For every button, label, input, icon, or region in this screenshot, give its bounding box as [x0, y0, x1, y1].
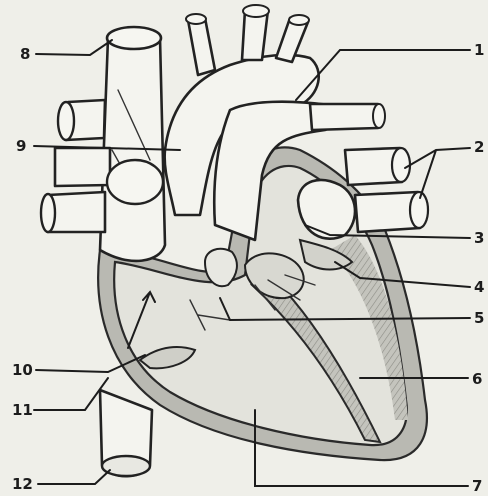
right-atrium-bulge [107, 160, 163, 204]
label-12: 12 [12, 475, 33, 493]
label-1: 1 [474, 41, 484, 59]
label-9: 9 [16, 137, 26, 155]
label-6: 6 [472, 370, 482, 388]
leader-12 [38, 470, 110, 484]
aortic-branch-1-opening [186, 14, 206, 24]
label-2: 2 [474, 138, 484, 156]
pulmonary-vein-upper-right-opening [392, 148, 410, 182]
aortic-branch-3-opening [289, 15, 309, 25]
pulmonary-valve-cusps [205, 249, 237, 286]
pulmonary-artery-right-opening [373, 104, 385, 128]
label-3: 3 [474, 229, 484, 247]
inferior-vena-cava-opening [102, 456, 150, 476]
aortic-branch-2-opening [243, 5, 269, 17]
pulmonary-vein-lower-left [48, 192, 105, 232]
label-8: 8 [20, 45, 30, 63]
pulmonary-vein-upper-left-opening [58, 102, 74, 140]
pulmonary-vein-mid-left [55, 148, 110, 186]
pulmonary-vein-lower-right-opening [410, 192, 428, 228]
leader-11 [34, 378, 108, 410]
pulmonary-artery-right [310, 104, 378, 130]
pulmonary-vein-lower-left-opening [41, 194, 55, 232]
aortic-branch-1 [188, 18, 215, 75]
leader-1 [296, 50, 470, 100]
label-7: 7 [472, 477, 482, 495]
label-4: 4 [474, 278, 484, 296]
leader-2 [405, 148, 470, 198]
superior-vena-cava-opening [107, 27, 161, 49]
leader-8 [36, 40, 112, 55]
label-11: 11 [12, 401, 33, 419]
label-5: 5 [474, 309, 484, 327]
label-10: 10 [12, 361, 33, 379]
